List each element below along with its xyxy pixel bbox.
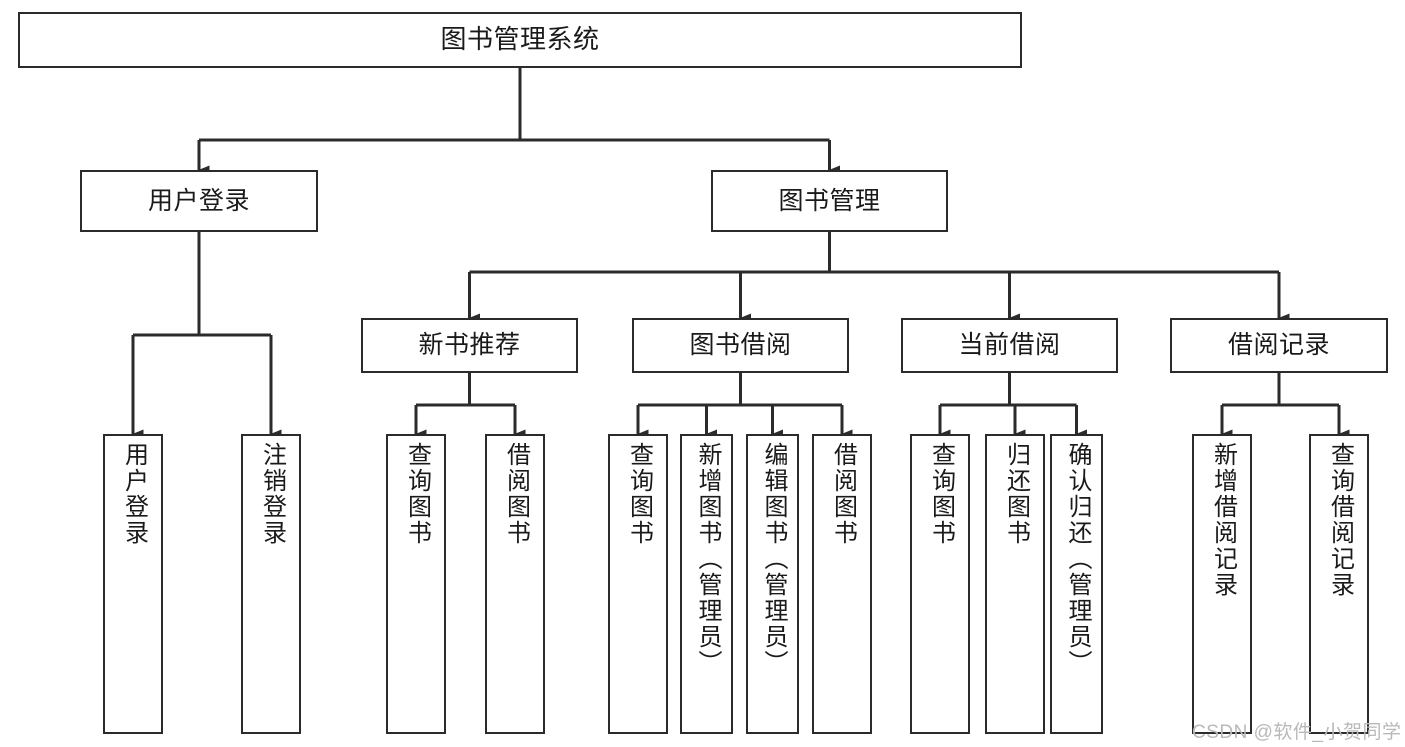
node-leaf-logout[interactable]: 注销登录 <box>241 434 301 734</box>
node-label: 借阅图书 <box>502 442 530 546</box>
csdn-watermark: CSDN @软件_小贺同学 <box>1192 722 1402 743</box>
node-leaf-add-record[interactable]: 新增借阅记录 <box>1192 434 1252 734</box>
node-leaf-confirm-return[interactable]: 确认归还（管理员） <box>1050 434 1103 734</box>
node-leaf-query-record[interactable]: 查询借阅记录 <box>1309 434 1369 734</box>
node-label: 新增图书（管理员） <box>693 442 721 676</box>
node-label: 当前借阅 <box>958 331 1061 360</box>
node-label: 图书管理系统 <box>440 24 600 55</box>
node-book-manage[interactable]: 图书管理 <box>711 170 948 232</box>
node-label: 用户登录 <box>120 442 148 546</box>
node-label: 用户登录 <box>147 186 250 215</box>
node-label: 查询图书 <box>625 442 653 546</box>
node-user-login[interactable]: 用户登录 <box>80 170 318 232</box>
node-leaf-user-login[interactable]: 用户登录 <box>103 434 163 734</box>
node-leaf-edit-book[interactable]: 编辑图书（管理员） <box>746 434 799 734</box>
node-root[interactable]: 图书管理系统 <box>18 12 1022 68</box>
node-leaf-add-book[interactable]: 新增图书（管理员） <box>680 434 733 734</box>
node-label: 图书借阅 <box>689 331 792 360</box>
node-label: 借阅图书 <box>829 442 857 546</box>
node-label: 编辑图书（管理员） <box>759 442 787 676</box>
node-leaf-borrow-book-2[interactable]: 借阅图书 <box>812 434 872 734</box>
node-label: 归还图书 <box>1002 442 1030 546</box>
node-current-borrow[interactable]: 当前借阅 <box>901 318 1118 373</box>
node-leaf-query-book-3[interactable]: 查询图书 <box>910 434 970 734</box>
node-leaf-query-book-2[interactable]: 查询图书 <box>608 434 668 734</box>
node-leaf-borrow-book-1[interactable]: 借阅图书 <box>485 434 545 734</box>
node-label: 查询图书 <box>927 442 955 546</box>
node-label: 查询图书 <box>403 442 431 546</box>
edge-paths <box>131 68 1350 439</box>
node-label: 借阅记录 <box>1227 331 1330 360</box>
node-borrow-record[interactable]: 借阅记录 <box>1170 318 1388 373</box>
node-new-book-rec[interactable]: 新书推荐 <box>361 318 578 373</box>
node-label: 新增借阅记录 <box>1209 442 1237 598</box>
node-label: 图书管理 <box>778 186 881 215</box>
node-label: 新书推荐 <box>418 331 521 360</box>
node-leaf-return-book[interactable]: 归还图书 <box>985 434 1045 734</box>
node-leaf-query-book-1[interactable]: 查询图书 <box>386 434 446 734</box>
node-label: 查询借阅记录 <box>1326 442 1354 598</box>
node-label: 注销登录 <box>258 442 286 546</box>
node-book-borrow[interactable]: 图书借阅 <box>632 318 849 373</box>
node-label: 确认归还（管理员） <box>1063 442 1091 676</box>
